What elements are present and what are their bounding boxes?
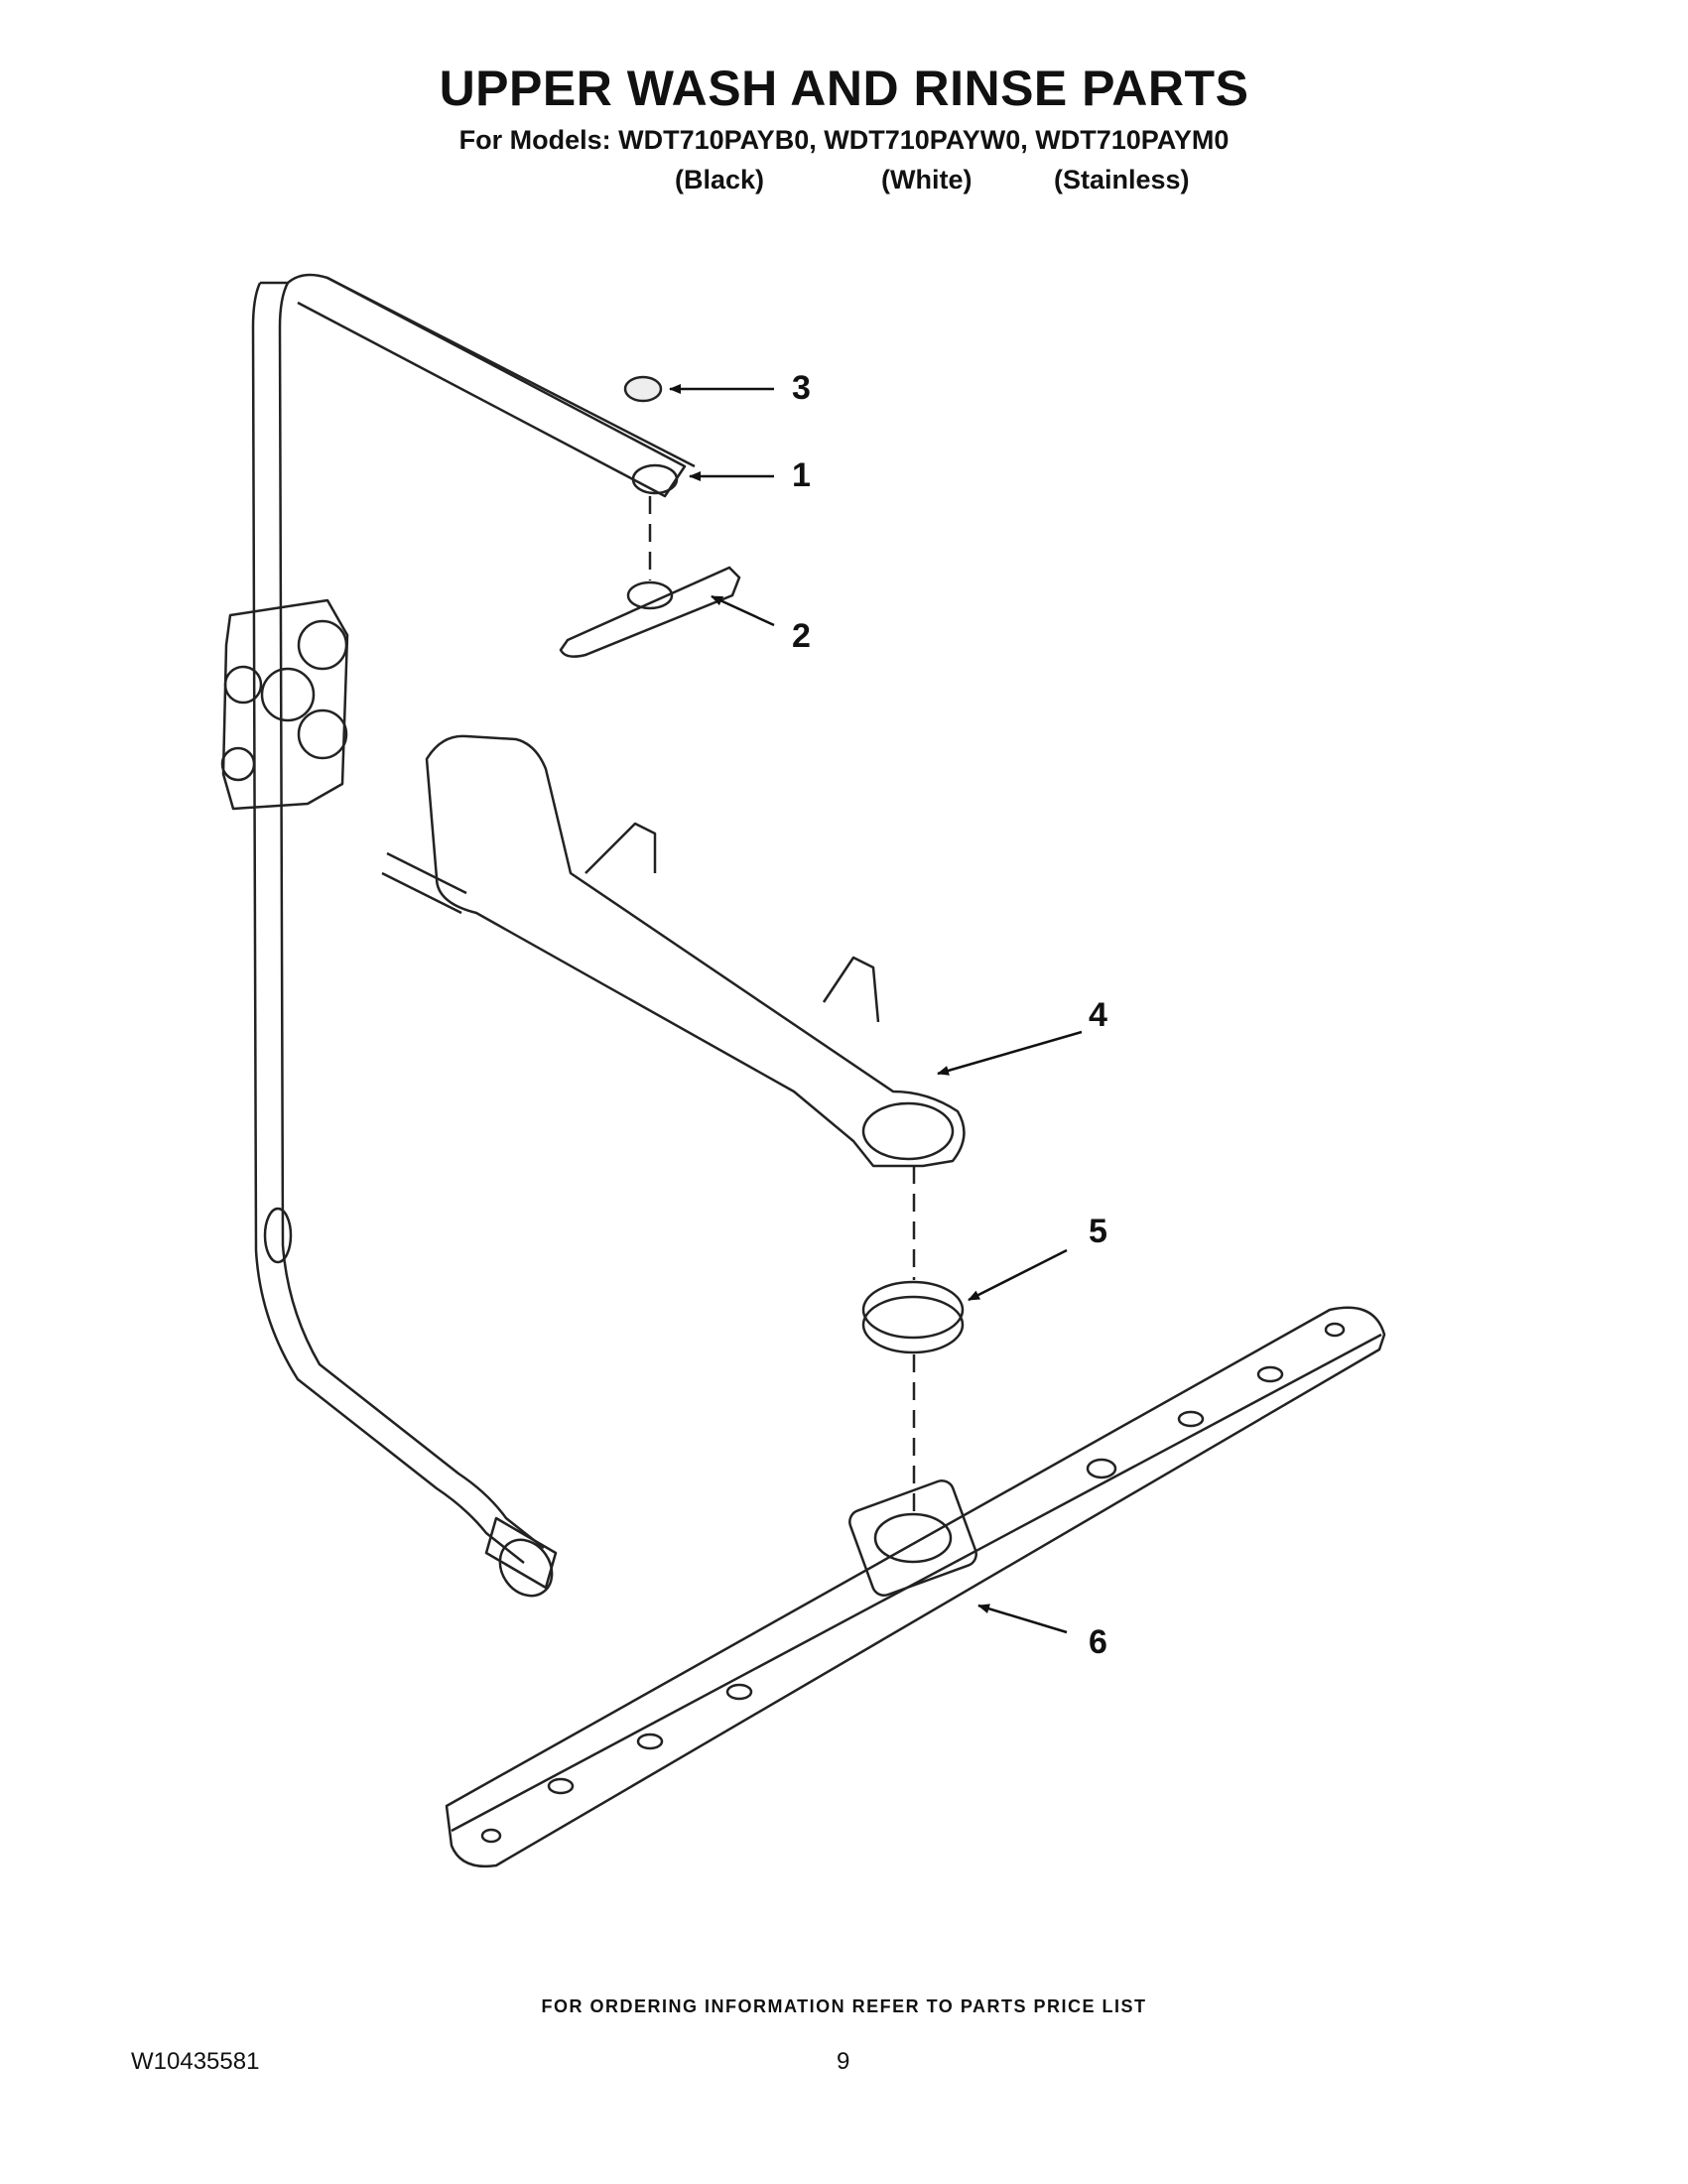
alignment-lines	[648, 496, 916, 1518]
ordering-note: FOR ORDERING INFORMATION REFER TO PARTS …	[541, 1996, 1147, 2016]
callout-3: 3	[792, 369, 811, 407]
supply-tube	[220, 273, 696, 1598]
part-5-ring	[861, 1280, 965, 1354]
variant-stainless-label: (Stainless)	[1054, 165, 1190, 194]
variant-black-label: (Black)	[675, 165, 765, 194]
callout-4: 4	[1089, 996, 1107, 1034]
part-4-manifold	[381, 734, 966, 1168]
page-number: 9	[837, 2048, 850, 2075]
callout-arrows	[669, 384, 1083, 1634]
part-1-arm-end	[631, 463, 679, 495]
callout-5: 5	[1089, 1213, 1107, 1250]
part-6-spray-arm	[445, 1306, 1386, 1868]
variant-white-label: (White)	[881, 165, 973, 194]
callout-6: 6	[1089, 1623, 1107, 1661]
callout-2: 2	[792, 617, 811, 655]
page-title: UPPER WASH AND RINSE PARTS	[439, 61, 1249, 116]
part-3-cap	[623, 375, 663, 403]
models-line: For Models: WDT710PAYB0, WDT710PAYW0, WD…	[458, 125, 1230, 155]
callout-1: 1	[792, 456, 811, 494]
part-2-small-spray-arm	[559, 566, 741, 658]
document-number: W10435581	[131, 2048, 260, 2075]
